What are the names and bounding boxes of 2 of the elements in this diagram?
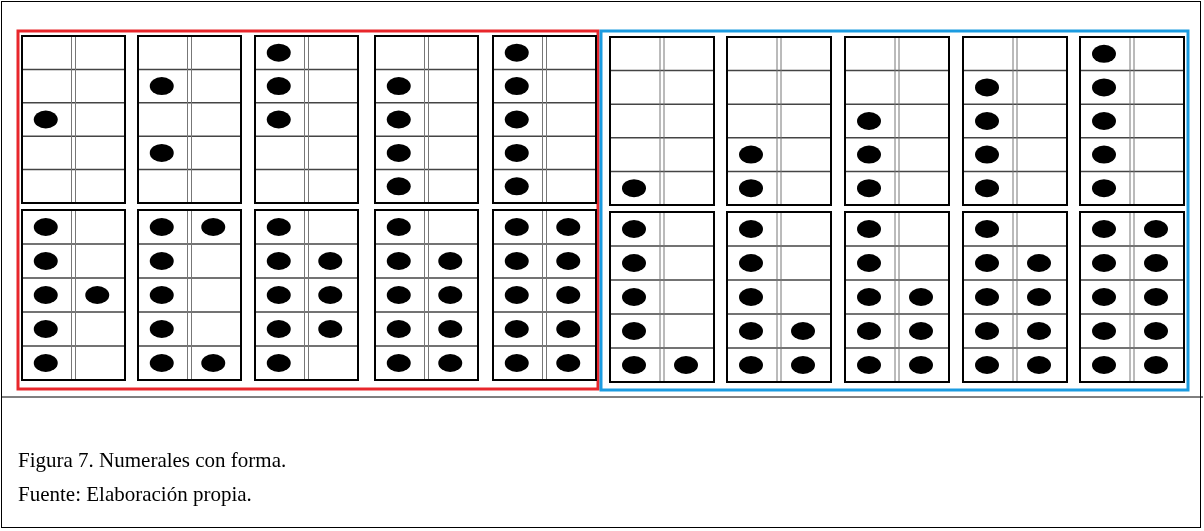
caption: Figura 7. Numerales con forma.	[18, 448, 287, 474]
source-note: Fuente: Elaboración propia.	[18, 482, 252, 508]
